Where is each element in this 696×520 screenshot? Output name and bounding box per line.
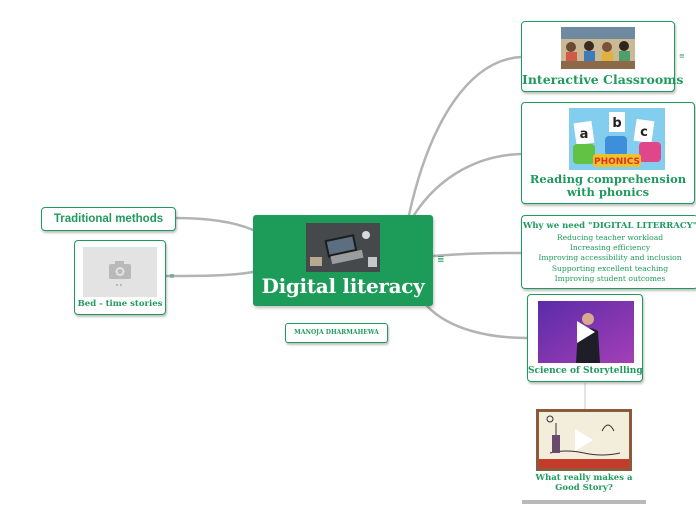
good-story-label: What really makes a Good Story? bbox=[535, 473, 633, 493]
svg-text:b: b bbox=[612, 116, 621, 131]
play-icon[interactable] bbox=[577, 321, 595, 343]
science-of-storytelling-label: Science of Storytelling bbox=[528, 366, 643, 376]
video-speaker-thumbnail[interactable] bbox=[538, 301, 634, 363]
phonics-image-text: PHONICS bbox=[594, 157, 640, 167]
connector-phonics bbox=[412, 152, 523, 217]
classroom-photo bbox=[561, 27, 635, 69]
science-of-storytelling-node[interactable]: Science of Storytelling bbox=[527, 294, 643, 382]
author-name: MANOJA DHARMAHEWA bbox=[294, 329, 379, 336]
laptop-desk-photo bbox=[306, 223, 380, 272]
connector-why bbox=[431, 251, 523, 258]
why-item: Improving accessibility and inclusion bbox=[538, 253, 682, 263]
why-title: Why we need "DIGITAL LITERRACY" bbox=[522, 221, 696, 231]
why-item: Improving student outcomes bbox=[554, 273, 666, 283]
connector-bedtime bbox=[164, 270, 255, 278]
traditional-methods-label: Traditional methods bbox=[53, 213, 164, 225]
phonics-node[interactable]: b a c PHONICS Reading comprehension with… bbox=[521, 102, 695, 204]
why-list: Reducing teacher workload Increasing eff… bbox=[522, 233, 696, 284]
why-item: Supporting excellent teaching bbox=[551, 263, 669, 273]
connector-traditional bbox=[173, 216, 255, 232]
notes-icon[interactable]: ≡ bbox=[679, 52, 685, 60]
connector-interactive bbox=[407, 55, 523, 217]
camera-placeholder-icon bbox=[83, 247, 157, 297]
interactive-classrooms-node[interactable]: Interactive Classrooms bbox=[521, 21, 684, 92]
play-icon[interactable] bbox=[575, 429, 593, 451]
traditional-methods-node[interactable]: Traditional methods bbox=[41, 207, 176, 231]
svg-text:c: c bbox=[640, 125, 648, 140]
notes-icon[interactable]: ≡ bbox=[169, 272, 175, 280]
author-node[interactable]: MANOJA DHARMAHEWA bbox=[285, 323, 388, 343]
svg-text:a: a bbox=[580, 127, 589, 142]
notes-icon[interactable]: ≣ bbox=[437, 255, 445, 265]
interactive-classrooms-label: Interactive Classrooms bbox=[522, 72, 684, 87]
video-sketch-thumbnail[interactable] bbox=[536, 409, 632, 471]
bedtime-stories-node[interactable]: Bed - time stories bbox=[74, 240, 166, 315]
why-item: Reducing teacher workload bbox=[556, 233, 664, 242]
connector-storytelling bbox=[425, 304, 529, 340]
central-topic[interactable]: Digital literacy bbox=[253, 215, 433, 306]
bedtime-stories-label: Bed - time stories bbox=[77, 299, 163, 309]
why-item: Increasing efficiency bbox=[569, 243, 651, 253]
phonics-abc-image: b a c PHONICS bbox=[569, 108, 665, 170]
phonics-label: Reading comprehension with phonics bbox=[529, 172, 687, 199]
good-story-node[interactable]: What really makes a Good Story? bbox=[522, 407, 646, 504]
why-digital-literacy-node[interactable]: Why we need "DIGITAL LITERRACY" Reducing… bbox=[521, 215, 696, 289]
central-title: Digital literacy bbox=[261, 274, 425, 298]
